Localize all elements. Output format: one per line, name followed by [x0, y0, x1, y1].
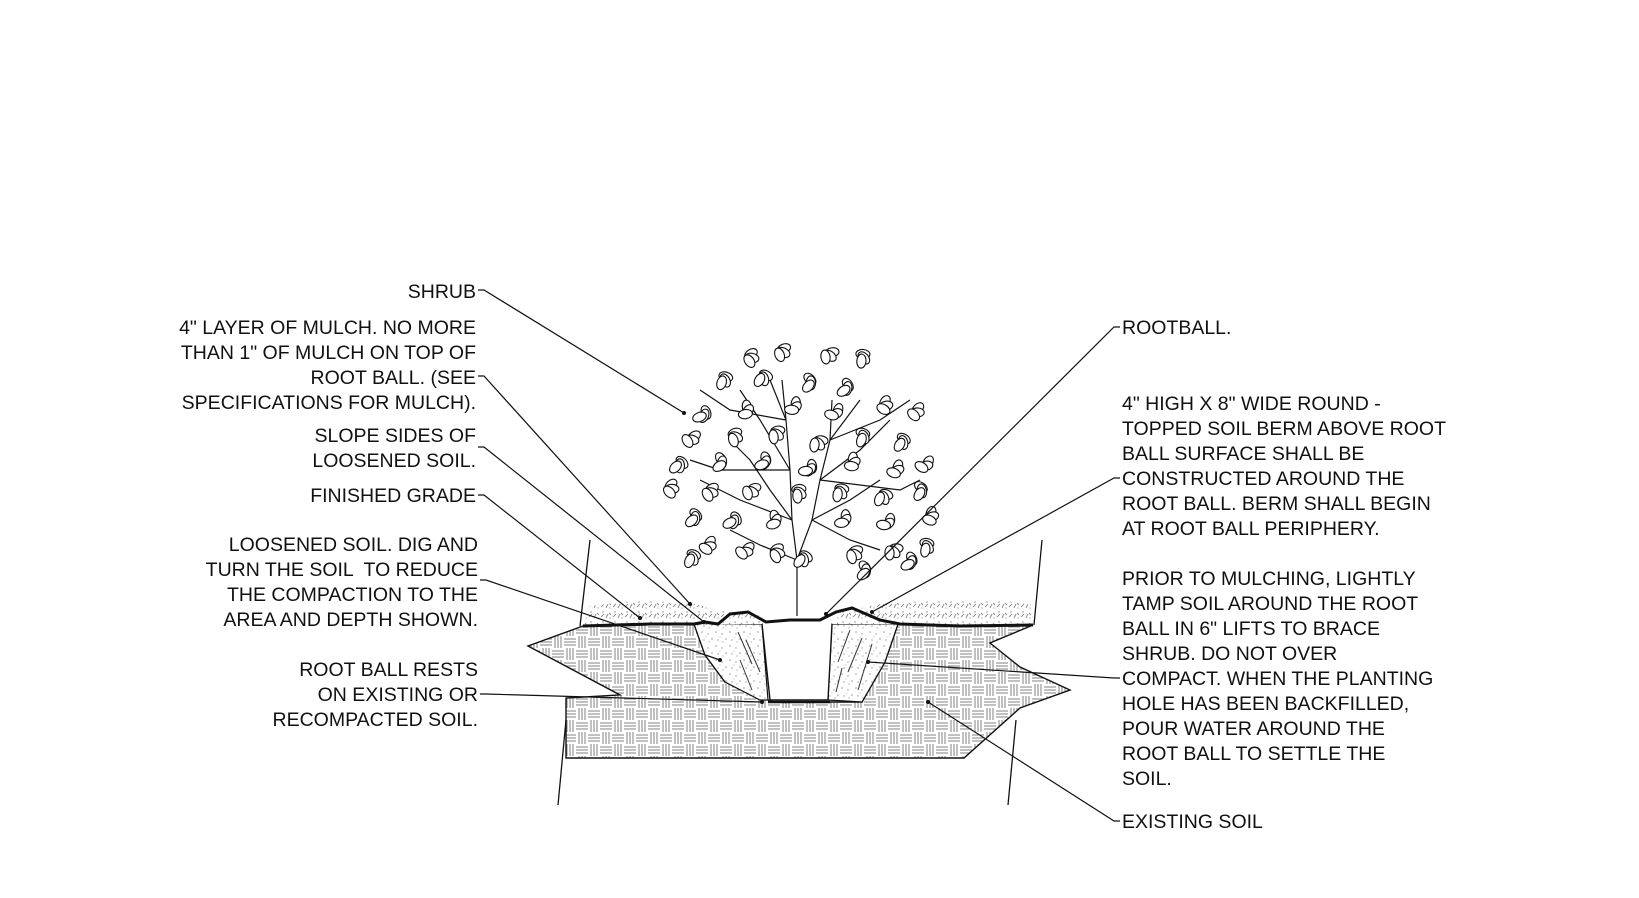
leaf-cluster [766, 509, 782, 530]
leaf-cluster [753, 369, 774, 388]
rootball-rests-note: ROOT BALL RESTS ON EXISTING OR RECOMPACT… [272, 659, 478, 731]
leaf-cluster [900, 551, 918, 571]
tamp-soil-note: PRIOR TO MULCHING, LIGHTLY TAMP SOIL ARO… [1122, 568, 1434, 790]
leaf-cluster [856, 560, 872, 581]
mulch-layer-left [583, 600, 762, 626]
existing-soil-label: EXISTING SOIL [1122, 811, 1263, 833]
rootball-label: ROOTBALL. [1122, 317, 1232, 339]
leaf-cluster [784, 396, 802, 415]
leader-lines [478, 289, 1120, 822]
leaf-cluster [893, 432, 911, 452]
leaf-cluster [768, 425, 786, 445]
leaf-cluster [737, 399, 755, 420]
leaf-cluster [754, 451, 772, 471]
leaf-cluster [876, 395, 894, 415]
cut-line-lower-left [557, 719, 567, 806]
finished-grade-line [582, 606, 1034, 628]
leaf-cluster [824, 403, 844, 421]
leaf-cluster [907, 402, 925, 422]
mulch-note: 4" LAYER OF MULCH. NO MORE THAN 1" OF MU… [179, 317, 476, 414]
leaf-cluster [669, 455, 689, 474]
leaf-cluster [886, 459, 905, 479]
leaf-cluster [685, 508, 703, 528]
cut-line-lower-right [1007, 719, 1017, 806]
leaf-cluster [873, 488, 894, 507]
leaf-cluster [698, 535, 717, 555]
leader-arrowheads [638, 411, 930, 704]
leaf-cluster [919, 537, 935, 558]
leaf-cluster [797, 458, 818, 477]
leaf-cluster [846, 545, 864, 565]
leaf-cluster [716, 371, 734, 391]
leaf-cluster [820, 347, 840, 365]
leaf-cluster [681, 430, 701, 448]
leaf-cluster [836, 377, 854, 397]
backfill-strokes [737, 629, 873, 693]
leaf-cluster [855, 348, 871, 369]
shrub-label: SHRUB [407, 281, 476, 303]
leaf-cluster [802, 372, 817, 393]
leaf-cluster [913, 481, 928, 501]
leaf-cluster [875, 512, 896, 531]
leaf-cluster [684, 549, 702, 569]
leaf-cluster [743, 348, 760, 368]
leaf-cluster [884, 543, 904, 561]
leaf-cluster [855, 427, 871, 448]
leaf-cluster [701, 482, 719, 502]
leaf-cluster [834, 509, 852, 528]
loosened-soil-note: LOOSENED SOIL. DIG AND TURN THE SOIL TO … [205, 534, 478, 631]
slope-sides-note: SLOPE SIDES OF LOOSENED SOIL. [312, 425, 476, 472]
leaf-cluster [922, 505, 940, 526]
leaf-cluster [769, 543, 786, 564]
leaf-cluster [692, 405, 712, 424]
leaf-cluster [832, 483, 850, 503]
rootball-outline [761, 623, 833, 701]
cut-line-upper-left [579, 539, 591, 627]
leaf-cluster [914, 455, 934, 473]
shrub-foliage [662, 343, 940, 581]
leaf-cluster [662, 478, 680, 499]
leaf-cluster [722, 511, 742, 530]
leaf-cluster [742, 482, 762, 501]
leaf-cluster [712, 452, 728, 473]
leaf-cluster [793, 550, 813, 568]
soil-berm-note: 4" HIGH X 8" WIDE ROUND - TOPPED SOIL BE… [1122, 393, 1446, 540]
finished-grade-label: FINISHED GRADE [310, 485, 476, 507]
cut-line-upper-right [1033, 539, 1043, 626]
leaf-cluster [809, 435, 829, 453]
leaf-cluster [791, 483, 807, 504]
leaf-cluster [735, 542, 755, 560]
leaf-cluster [774, 343, 792, 363]
leaf-cluster [843, 451, 861, 472]
leaf-cluster [727, 427, 744, 448]
